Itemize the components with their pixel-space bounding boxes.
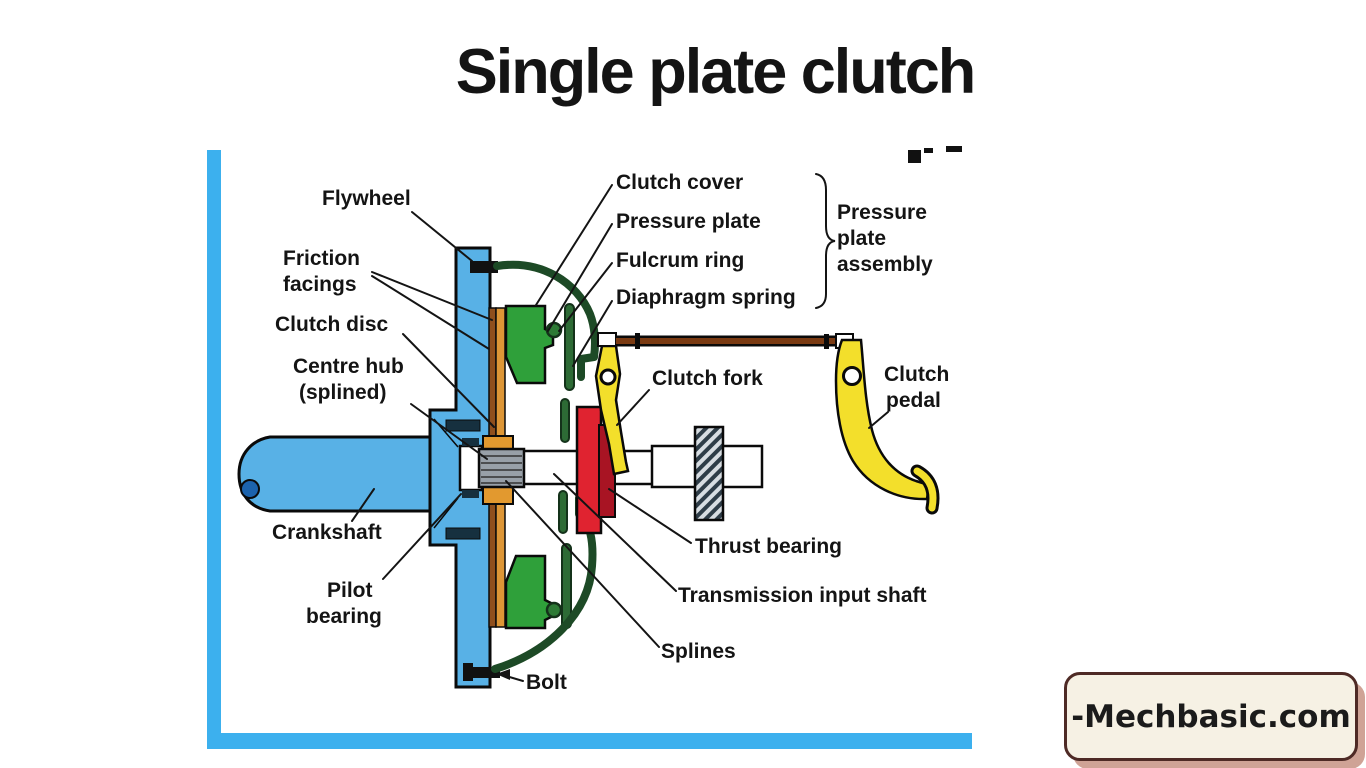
watermark-text: -Mechbasic.com	[1071, 698, 1351, 735]
label-friction-facings-1: Friction	[283, 247, 360, 270]
fork-pivot	[597, 332, 617, 347]
flange-bolt-bottom	[445, 527, 481, 540]
leader-friction-2	[371, 275, 490, 350]
label-clutch-pedal-1: Clutch	[884, 363, 949, 386]
leader-friction-1	[371, 271, 493, 321]
label-pilot-bearing-2: bearing	[306, 605, 382, 628]
label-diaphragm-spring: Diaphragm spring	[616, 286, 796, 309]
leader-thrust-bearing	[608, 488, 692, 544]
bolt-part	[463, 663, 473, 681]
label-assembly-3: assembly	[837, 253, 933, 276]
leader-clutch-cover	[535, 184, 613, 306]
label-friction-facings-2: facings	[283, 273, 357, 296]
label-centre-hub-1: Centre hub	[293, 355, 404, 378]
leader-clutch-fork	[616, 389, 650, 426]
leader-transmission	[553, 473, 677, 592]
leader-pressure-plate	[547, 223, 613, 332]
label-crankshaft: Crankshaft	[272, 521, 382, 544]
label-clutch-fork: Clutch fork	[652, 367, 763, 390]
pressure-plate-part	[504, 304, 555, 630]
clutch-fork-part	[594, 332, 630, 476]
label-fulcrum-ring: Fulcrum ring	[616, 249, 744, 272]
splines-part	[481, 455, 522, 484]
label-clutch-pedal-2: pedal	[886, 389, 941, 412]
diaphragm-spring-part	[558, 303, 575, 629]
linkage-rod-part	[616, 333, 854, 349]
leader-clutch-disc	[402, 333, 495, 428]
label-pilot-bearing-1: Pilot	[327, 579, 373, 602]
gear-part	[693, 425, 725, 522]
leader-bolt-arrow	[496, 669, 510, 680]
transmission-input-shaft-part	[520, 444, 764, 489]
crankshaft-part	[237, 435, 460, 513]
cropped-text-fragment	[908, 146, 962, 163]
pilot-bearing-part	[458, 438, 484, 498]
leader-crankshaft	[351, 488, 375, 522]
crankshaft-end-dot	[240, 479, 260, 499]
label-assembly-2: plate	[837, 227, 886, 250]
label-flywheel: Flywheel	[322, 187, 411, 210]
leader-clutch-pedal	[868, 411, 889, 429]
leader-splines	[505, 480, 660, 648]
centre-hub-part	[477, 435, 526, 505]
label-transmission-input-shaft: Transmission input shaft	[678, 584, 927, 607]
label-clutch-cover: Clutch cover	[616, 171, 743, 194]
watermark-badge: -Mechbasic.com	[1064, 672, 1358, 761]
leader-centre-hub	[410, 403, 488, 460]
assembly-brace	[815, 173, 836, 309]
leader-fulcrum-ring	[558, 262, 613, 332]
leader-diaphragm-spring	[572, 300, 613, 367]
label-centre-hub-2: (splined)	[299, 381, 387, 404]
cover-mount-tab	[470, 261, 498, 273]
label-thrust-bearing: Thrust bearing	[695, 535, 842, 558]
leader-flywheel	[411, 211, 473, 262]
clutch-pedal-part	[834, 338, 940, 515]
page-title: Single plate clutch	[455, 37, 977, 107]
flange-bolt-top	[445, 419, 481, 432]
label-clutch-disc: Clutch disc	[275, 313, 389, 336]
label-assembly-1: Pressure	[837, 201, 927, 224]
label-bolt: Bolt	[526, 671, 567, 694]
label-splines: Splines	[661, 640, 736, 663]
label-pressure-plate: Pressure plate	[616, 210, 761, 233]
leader-pilot-bearing	[382, 493, 462, 580]
